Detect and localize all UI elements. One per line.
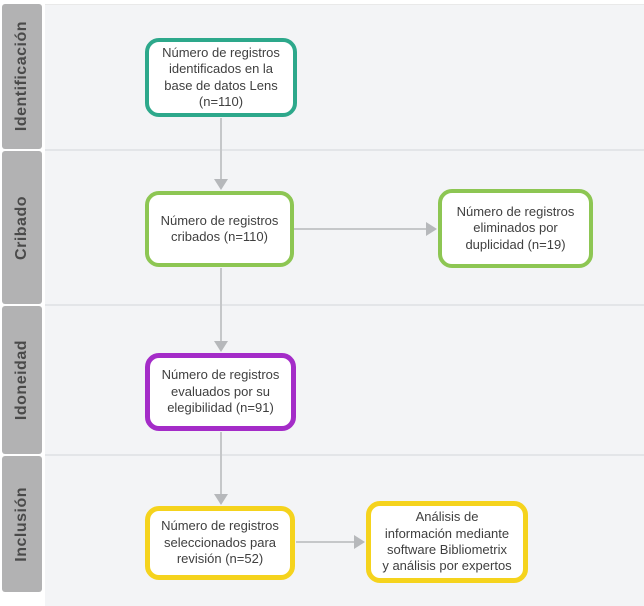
- stage-tab-inclusion: Inclusión: [2, 456, 42, 592]
- flow-box-text: Número de registros seleccionados para r…: [161, 518, 279, 567]
- stage-label: Inclusión: [13, 486, 30, 562]
- flow-box-text: Número de registros evaluados por su ele…: [161, 367, 280, 416]
- flow-box-records-screened: Número de registros cribados (n=110): [145, 191, 294, 267]
- stage-tab-cribado: Cribado: [2, 151, 42, 304]
- flow-box-records-removed-duplicates: Número de registros eliminados por dupli…: [438, 189, 593, 268]
- stage-label: Idoneidad: [13, 339, 30, 421]
- stage-divider: [45, 304, 644, 306]
- stage-divider: [45, 149, 644, 151]
- flow-box-text: Número de registros eliminados por dupli…: [456, 203, 575, 252]
- stage-label: Identificación: [13, 21, 30, 132]
- flow-box-analysis-bibliometrix: Análisis de información mediante softwar…: [366, 501, 528, 583]
- stage-tab-identificacion: Identificación: [2, 4, 42, 149]
- flow-box-text: Análisis de información mediante softwar…: [382, 509, 512, 574]
- flow-box-text: Número de registros identificados en la …: [162, 44, 280, 109]
- stage-label: Cribado: [13, 195, 30, 260]
- flow-box-records-eligibility: Número de registros evaluados por su ele…: [145, 353, 296, 431]
- flow-box-records-identified: Número de registros identificados en la …: [145, 38, 297, 117]
- stage-divider: [45, 454, 644, 456]
- flow-box-text: Número de registros cribados (n=110): [160, 212, 279, 244]
- flow-box-records-selected: Número de registros seleccionados para r…: [145, 506, 295, 580]
- stage-tab-idoneidad: Idoneidad: [2, 306, 42, 454]
